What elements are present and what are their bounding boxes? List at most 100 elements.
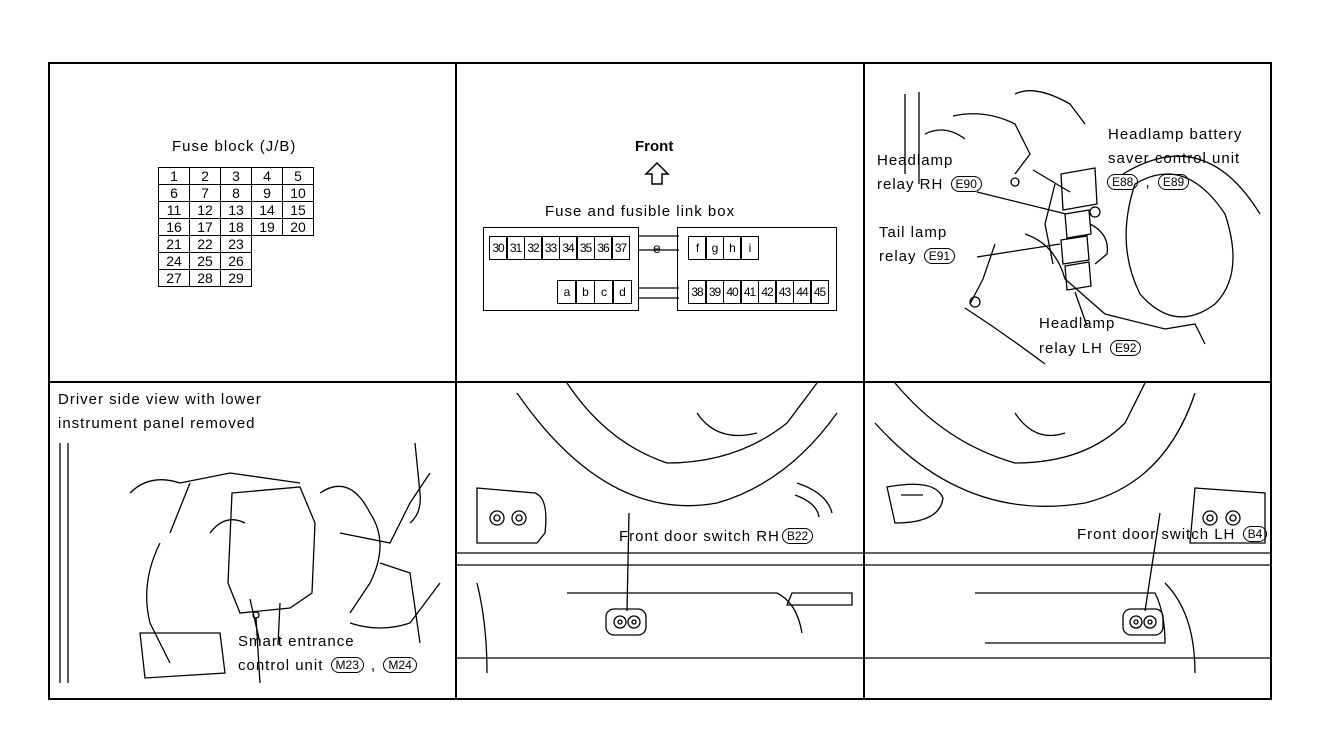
fuse-cell: [283, 253, 314, 270]
fuse-cell: 21: [158, 235, 190, 253]
connector-b22: B22: [781, 528, 814, 544]
driver-side-caption-1: Driver side view with lower: [58, 391, 262, 408]
fuse-cell: 20: [282, 218, 314, 236]
battery-saver-connectors: E88 , E89: [1105, 174, 1191, 192]
fuse-cell: 24: [158, 252, 190, 270]
smart-entrance-label-2: control unit M23 , M24: [238, 657, 419, 675]
fuse-cell: 15: [282, 201, 314, 219]
connector-e89: E89: [1157, 174, 1190, 190]
fuse-cell: 18: [220, 218, 252, 236]
door-lh-illustration: [865, 383, 1272, 674]
front-label: Front: [635, 138, 674, 155]
fuse-slot: 38: [687, 280, 707, 304]
fuse-cell: 14: [251, 201, 283, 219]
fuse-slot: 40: [722, 280, 742, 304]
door-rh-illustration: [457, 383, 863, 674]
panel-door-switch-lh: Front door switch LH B4: [865, 383, 1272, 700]
fuse-cell: 10: [282, 184, 314, 202]
fuse-slot: i: [740, 236, 759, 260]
fuse-cell: [283, 236, 314, 253]
fuse-slot: 44: [792, 280, 812, 304]
fuse-slot: d: [612, 280, 632, 304]
fuse-slot: 37: [611, 236, 630, 260]
battery-saver-label-2: saver control unit: [1108, 150, 1241, 167]
fuse-slot: 30: [488, 236, 508, 260]
panel-driver-side: Driver side view with lower instrument p…: [50, 383, 455, 700]
fuse-slot: 43: [775, 280, 794, 304]
connector-b4: B4: [1242, 526, 1268, 542]
driver-side-illustration: [59, 442, 441, 684]
connector-e90: E90: [950, 176, 982, 192]
fuse-slot: c: [593, 280, 614, 304]
fuse-cell: 28: [189, 269, 221, 287]
fuse-slot: 39: [705, 280, 724, 304]
connector-e92: E92: [1110, 340, 1142, 356]
fuse-slot: 31: [506, 236, 525, 260]
fuse-block-title: Fuse block (J/B): [172, 138, 297, 155]
fuse-cell: 11: [158, 201, 190, 219]
fuse-slot: 32: [523, 236, 543, 260]
fuse-cell: [252, 236, 283, 253]
fuse-cell: 27: [158, 269, 190, 287]
fuse-slot: 35: [576, 236, 595, 260]
fuse-cell: 13: [220, 201, 252, 219]
fuse-cell: 9: [251, 184, 283, 202]
fuse-slot: 33: [541, 236, 560, 260]
fuse-cell: 5: [282, 167, 314, 185]
fuse-slot: 34: [558, 236, 578, 260]
fuse-slot: a: [556, 280, 577, 304]
fuse-cell: 7: [189, 184, 221, 202]
fuse-slot: 41: [740, 280, 759, 304]
fuse-link-box-right-housing: [677, 227, 837, 311]
driver-side-caption-2: instrument panel removed: [58, 415, 256, 432]
fuse-cell: [252, 270, 283, 287]
fuse-slot: 45: [810, 280, 829, 304]
headlamp-rh-label-2: relay RH E90: [877, 176, 984, 194]
fuse-cell: 8: [220, 184, 252, 202]
tail-lamp-label-2: relay E91: [879, 248, 957, 266]
fuse-slot: g: [705, 236, 724, 260]
engine-room-illustration: [904, 90, 1261, 365]
front-arrow-icon: [639, 161, 679, 299]
fuse-cell: [283, 270, 314, 287]
fuse-cell: 17: [189, 218, 221, 236]
fuse-cell: 16: [158, 218, 190, 236]
fuse-cell: 4: [251, 167, 283, 185]
fuse-cell: 19: [251, 218, 283, 236]
fuse-cell: 26: [220, 252, 252, 270]
fuse-cell: 6: [158, 184, 190, 202]
fuse-slot: 36: [593, 236, 613, 260]
fuse-cell: 3: [220, 167, 252, 185]
fuse-cell: 22: [189, 235, 221, 253]
smart-entrance-label-1: Smart entrance: [238, 633, 355, 650]
fuse-link-box-title: Fuse and fusible link box: [545, 203, 736, 220]
fuse-cell: 2: [189, 167, 221, 185]
fuse-cell: [252, 253, 283, 270]
fuse-cell: 12: [189, 201, 221, 219]
fuse-cell: 29: [220, 269, 252, 287]
panel-engine-room: Headlamp battery saver control unit E88 …: [865, 64, 1272, 381]
tail-lamp-label-1: Tail lamp: [879, 224, 948, 241]
door-switch-lh-label: Front door switch LH B4: [1077, 526, 1269, 544]
headlamp-lh-label-2: relay LH E92: [1039, 340, 1143, 358]
connector-e91: E91: [923, 248, 956, 264]
fuse-cell: 1: [158, 167, 190, 185]
connector-m24: M24: [383, 657, 417, 673]
fuse-slot: h: [722, 236, 742, 260]
connector-e88: E88: [1107, 174, 1139, 190]
headlamp-lh-label-1: Headlamp: [1039, 315, 1116, 332]
fuse-slot: f: [687, 236, 707, 260]
